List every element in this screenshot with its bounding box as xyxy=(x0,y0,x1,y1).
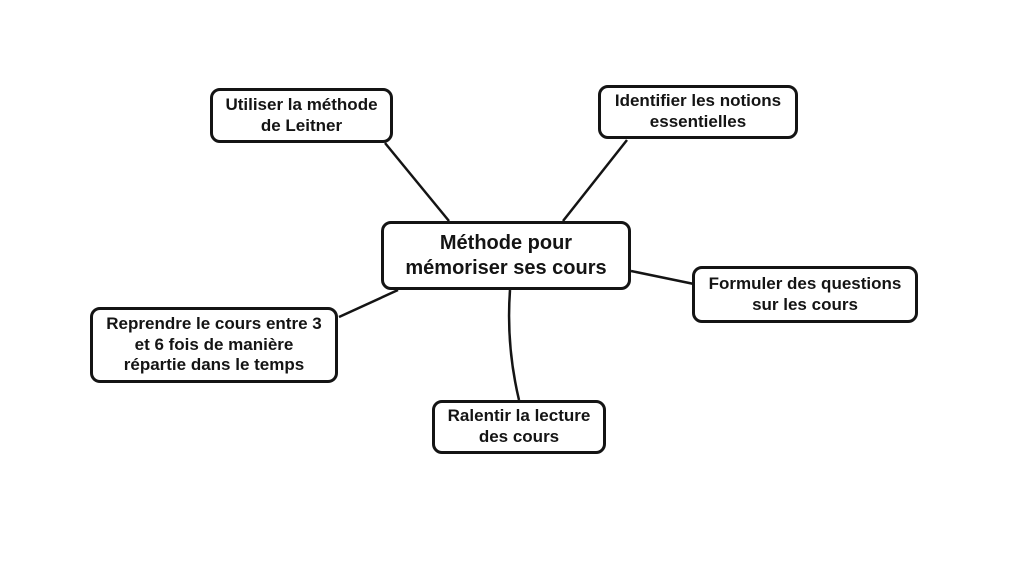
mindmap-node-leitner[interactable]: Utiliser la méthode de Leitner xyxy=(210,88,393,143)
connector-center-to-ralentir xyxy=(507,289,521,401)
mindmap-node-center-label: Méthode pour mémoriser ses cours xyxy=(405,232,607,279)
mindmap-node-notions[interactable]: Identifier les notions essentielles xyxy=(598,85,798,139)
connector-center-to-reprendre xyxy=(338,288,399,319)
mindmap-node-questions[interactable]: Formuler des questions sur les cours xyxy=(692,266,918,323)
mindmap-node-leitner-label: Utiliser la méthode de Leitner xyxy=(225,94,378,135)
mindmap-node-center[interactable]: Méthode pour mémoriser ses cours xyxy=(381,221,631,290)
mindmap-node-ralentir-label: Ralentir la lecture des cours xyxy=(447,406,591,446)
mindmap-node-questions-label: Formuler des questions sur les cours xyxy=(708,273,902,314)
connector-center-to-questions xyxy=(630,269,695,286)
connector-center-to-leitner xyxy=(384,142,450,222)
connector-center-to-notions xyxy=(562,139,628,222)
mindmap-node-reprendre-label: Reprendre le cours entre 3 et 6 fois de … xyxy=(106,313,322,375)
mindmap-node-reprendre[interactable]: Reprendre le cours entre 3 et 6 fois de … xyxy=(90,307,338,383)
mindmap-node-ralentir[interactable]: Ralentir la lecture des cours xyxy=(432,400,606,454)
mindmap-node-notions-label: Identifier les notions essentielles xyxy=(614,91,782,131)
